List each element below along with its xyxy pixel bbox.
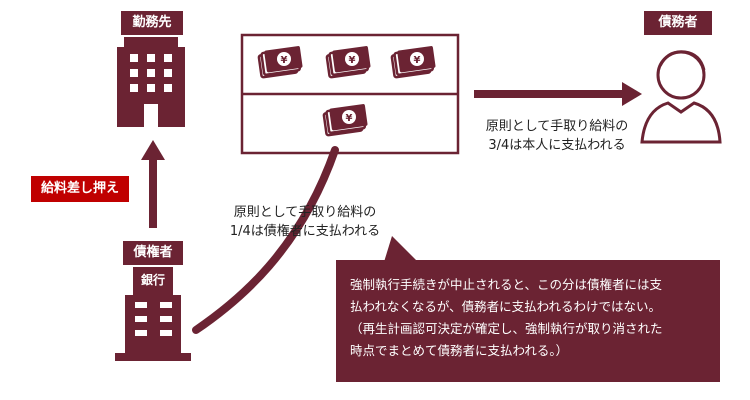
one-quarter-caption: 原則として手取り給料の 1/4は債権者に支払われる	[210, 203, 400, 241]
note-callout	[336, 260, 720, 382]
debtor-arrow	[474, 82, 642, 106]
employer-label: 勤務先	[121, 11, 183, 35]
person-icon	[640, 50, 722, 144]
three-quarters-caption: 原則として手取り給料の 3/4は本人に支払われる	[462, 117, 652, 155]
bank-sign: 銀行	[140, 273, 165, 287]
debtor-label: 債務者	[644, 11, 712, 35]
note-line3: （再生計画認可決定が確定し、強制執行が取り消された	[350, 321, 663, 336]
bank-building-icon	[115, 267, 191, 361]
one-quarter-line2: 1/4は債権者に支払われる	[229, 224, 381, 239]
creditor-label: 債権者	[123, 241, 183, 265]
note-text: 強制執行手続きが中止されると、この分は債権者には支 払われなくなるが、債務者に支…	[350, 274, 712, 362]
note-line4: 時点でまとめて債務者に支払われる。）	[350, 343, 569, 358]
three-quarters-line1: 原則として手取り給料の	[485, 119, 629, 134]
one-quarter-line1: 原則として手取り給料の	[233, 205, 377, 220]
note-line2: 払われなくなるが、債務者に支払われるわけではない。	[350, 299, 662, 314]
note-callout-pointer	[384, 236, 418, 262]
office-building-icon	[117, 37, 185, 127]
seizure-label: 給料差し押え	[31, 176, 129, 202]
three-quarters-line2: 3/4は本人に支払われる	[488, 138, 626, 153]
note-line1: 強制執行手続きが中止されると、この分は債権者には支	[350, 277, 663, 292]
quarter-flow-curve	[192, 146, 339, 334]
seizure-arrow	[141, 140, 165, 228]
